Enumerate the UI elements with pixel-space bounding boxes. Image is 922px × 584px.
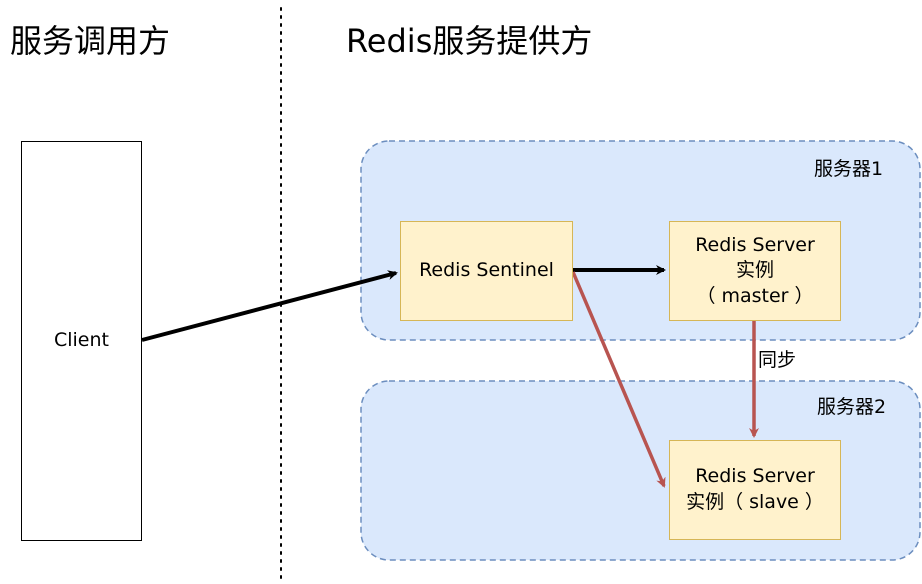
server-1-label: 服务器1 (814, 158, 884, 180)
caller-heading: 服务调用方 (10, 22, 171, 60)
redis-slave-label-line1: Redis Server (695, 465, 815, 488)
redis-master-label-line2: 实例 (735, 259, 774, 282)
server-2-label: 服务器2 (817, 396, 887, 418)
client-to-sentinel-arrow (141, 270, 398, 342)
redis-master-node: Redis Server 实例 （ master ） (669, 221, 841, 321)
sync-edge-label: 同步 (758, 349, 797, 371)
redis-slave-node: Redis Server 实例（ slave ） (669, 440, 841, 540)
provider-heading: Redis服务提供方 (346, 22, 593, 60)
redis-sentinel-label: Redis Sentinel (419, 259, 554, 282)
redis-master-label-line3: （ master ） (696, 284, 814, 307)
redis-master-label-line1: Redis Server (695, 233, 815, 256)
redis-slave-label-line2: 实例（ slave ） (686, 491, 824, 513)
redis-sentinel-node: Redis Sentinel (400, 221, 573, 321)
client-node: Client (21, 141, 142, 541)
client-node-label: Client (53, 329, 109, 352)
sentinel-to-slave-arrow (571, 271, 666, 488)
